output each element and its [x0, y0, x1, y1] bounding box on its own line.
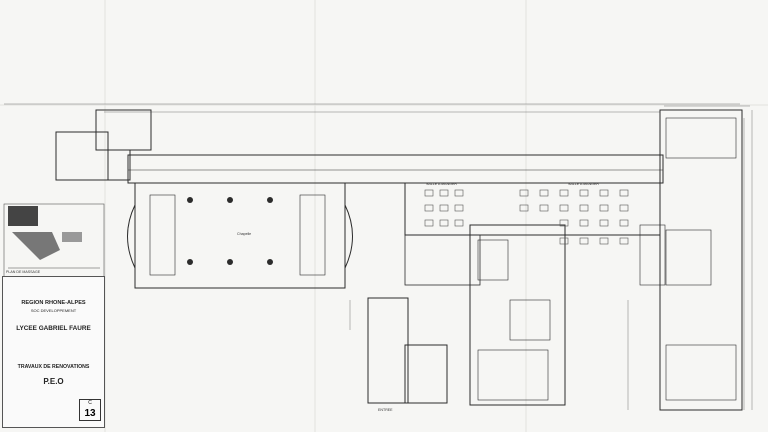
dining-tables — [424, 189, 629, 245]
site-plan-label: PLAN DE MASSAGE — [6, 270, 41, 274]
entrance-label: ENTREE — [378, 408, 393, 412]
building-walls — [55, 109, 743, 411]
school-name: LYCEE GABRIEL FAURE — [16, 325, 91, 332]
region-name: REGION RHONE-ALPES — [21, 300, 86, 306]
chapel-label: Chapelle — [237, 232, 252, 236]
site-plan-inset — [3, 203, 105, 279]
dining-hall-label-2: SALLE A MANGER — [568, 182, 599, 186]
company-line: SOC DEVELOPPEMENT — [30, 308, 77, 313]
title-block: REGION RHONE-ALPES SOC DEVELOPPEMENT LYC… — [2, 276, 105, 428]
dining-hall-label-1: SALLE A MANGER — [426, 182, 457, 186]
works-title: TRAVAUX DE RENOVATIONS — [17, 364, 90, 370]
phase-letter: C — [88, 400, 92, 406]
sheet-number: 13 — [84, 408, 96, 419]
dimension-lines — [4, 103, 753, 410]
chapel-columns — [187, 197, 273, 265]
document-code: P.E.O — [43, 377, 64, 386]
sheet-index-box: C 13 — [79, 399, 101, 421]
